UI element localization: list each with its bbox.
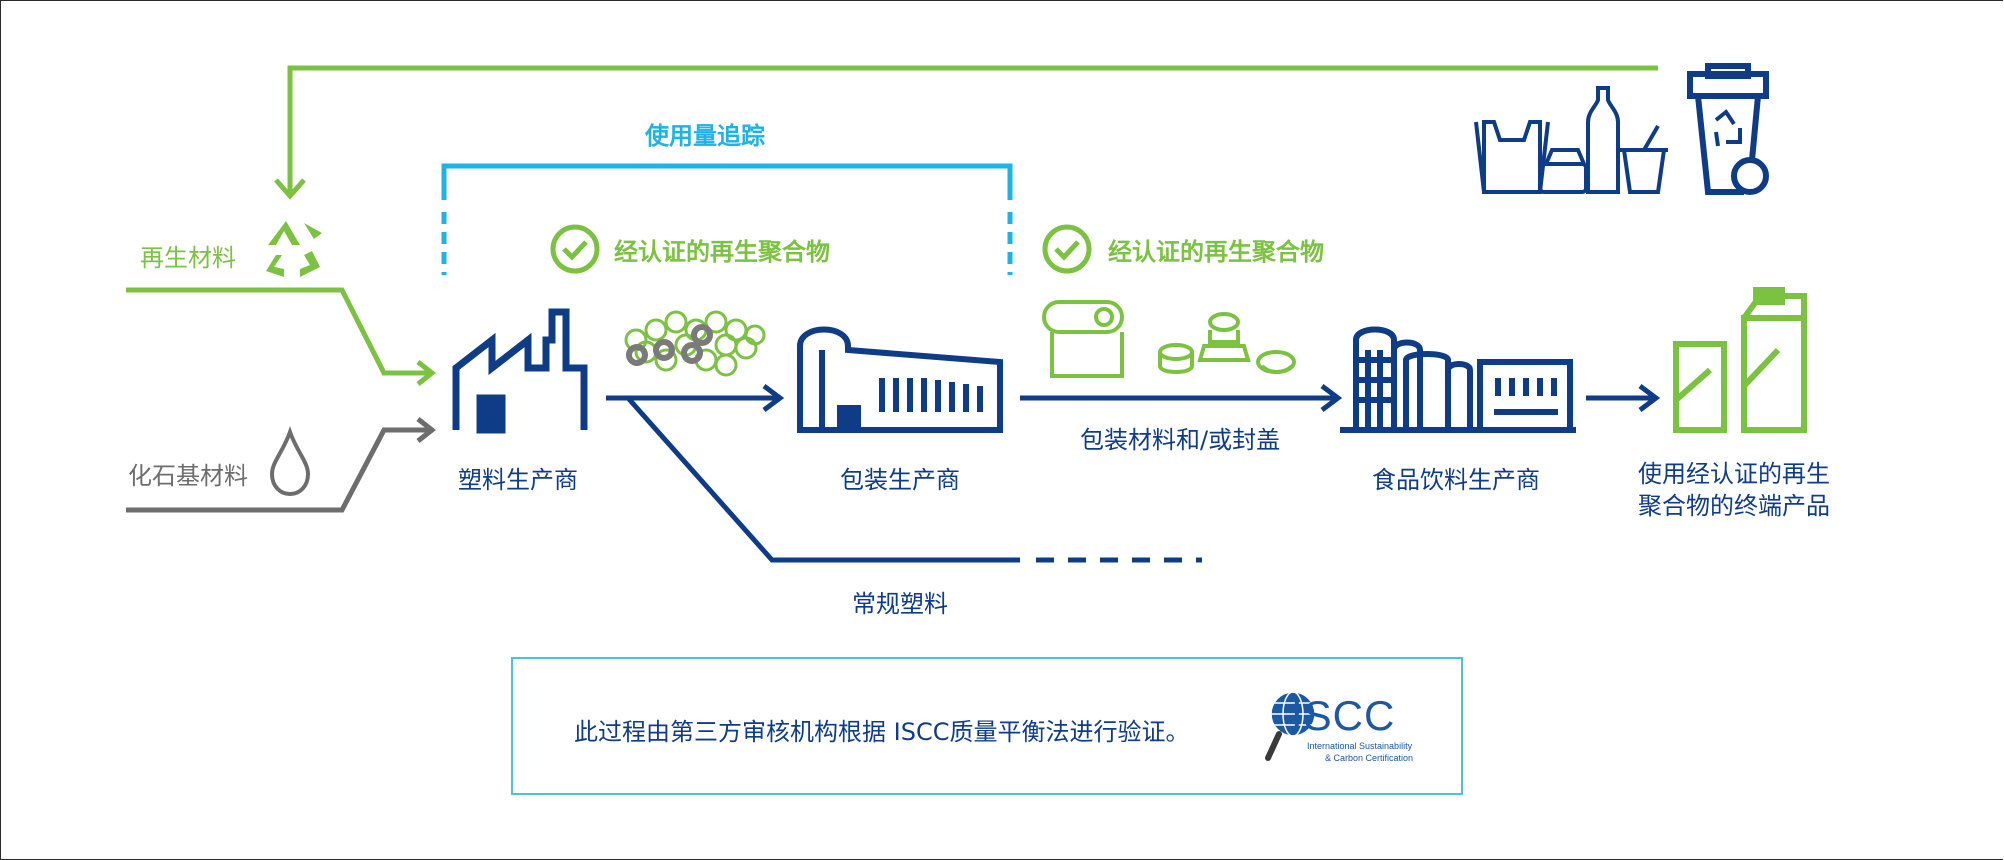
conventional-plastic-label: 常规塑料 bbox=[852, 590, 948, 618]
verification-text: 此过程由第三方审核机构根据 ISCC质量平衡法进行验证。 bbox=[574, 718, 1190, 746]
mass-tracking-bracket bbox=[441, 163, 1013, 275]
polymer-pellets-icon bbox=[624, 310, 766, 377]
fossil-material-label: 化石基材料 bbox=[128, 462, 248, 490]
flow-arrow-1 bbox=[606, 384, 785, 412]
certified-polymer-label-1: 经认证的再生聚合物 bbox=[614, 238, 830, 266]
conventional-plastic-branch bbox=[626, 396, 1202, 563]
flow-arrow-3 bbox=[1586, 384, 1661, 412]
food-beverage-producer-label: 食品饮料生产商 bbox=[1372, 466, 1540, 494]
fossil-input-arrow bbox=[126, 417, 437, 513]
food-plant-icon bbox=[1340, 326, 1576, 433]
iscc-globe-icon bbox=[1265, 691, 1316, 761]
factory-icon bbox=[452, 308, 588, 434]
drop-icon bbox=[269, 425, 311, 497]
mass-tracking-label: 使用量追踪 bbox=[645, 122, 765, 150]
packaging-plant-icon bbox=[797, 326, 1003, 433]
iscc-logo-text: ISCC bbox=[1291, 692, 1396, 739]
iscc-logo-subtitle-2: & Carbon Certification bbox=[1325, 753, 1414, 763]
waste-items-icon bbox=[1474, 86, 1668, 194]
iscc-logo-subtitle-1: International Sustainability bbox=[1307, 741, 1413, 751]
certified-polymer-label-2: 经认证的再生聚合物 bbox=[1108, 238, 1324, 266]
recycled-input-arrow bbox=[126, 287, 437, 386]
film-roll-icon bbox=[1042, 300, 1124, 378]
end-product-label: 使用经认证的再生聚合物的终端产品 bbox=[1638, 460, 1830, 520]
recycling-bin-icon bbox=[1687, 63, 1769, 195]
flow-arrow-2 bbox=[1020, 384, 1343, 412]
check-icon-1 bbox=[550, 224, 600, 274]
plastic-producer-label: 塑料生产商 bbox=[458, 466, 578, 494]
recycle-icon bbox=[266, 221, 322, 277]
packaging-producer-label: 包装生产商 bbox=[840, 466, 960, 494]
end-product-cartons-icon bbox=[1673, 287, 1807, 433]
check-icon-2 bbox=[1042, 224, 1092, 274]
recycled-material-label: 再生材料 bbox=[140, 244, 236, 272]
verification-box bbox=[511, 657, 1463, 795]
packaging-materials-label: 包装材料和/或封盖 bbox=[1080, 426, 1281, 454]
recycling-loop-arrow bbox=[274, 65, 1658, 200]
caps-icon bbox=[1158, 312, 1296, 374]
